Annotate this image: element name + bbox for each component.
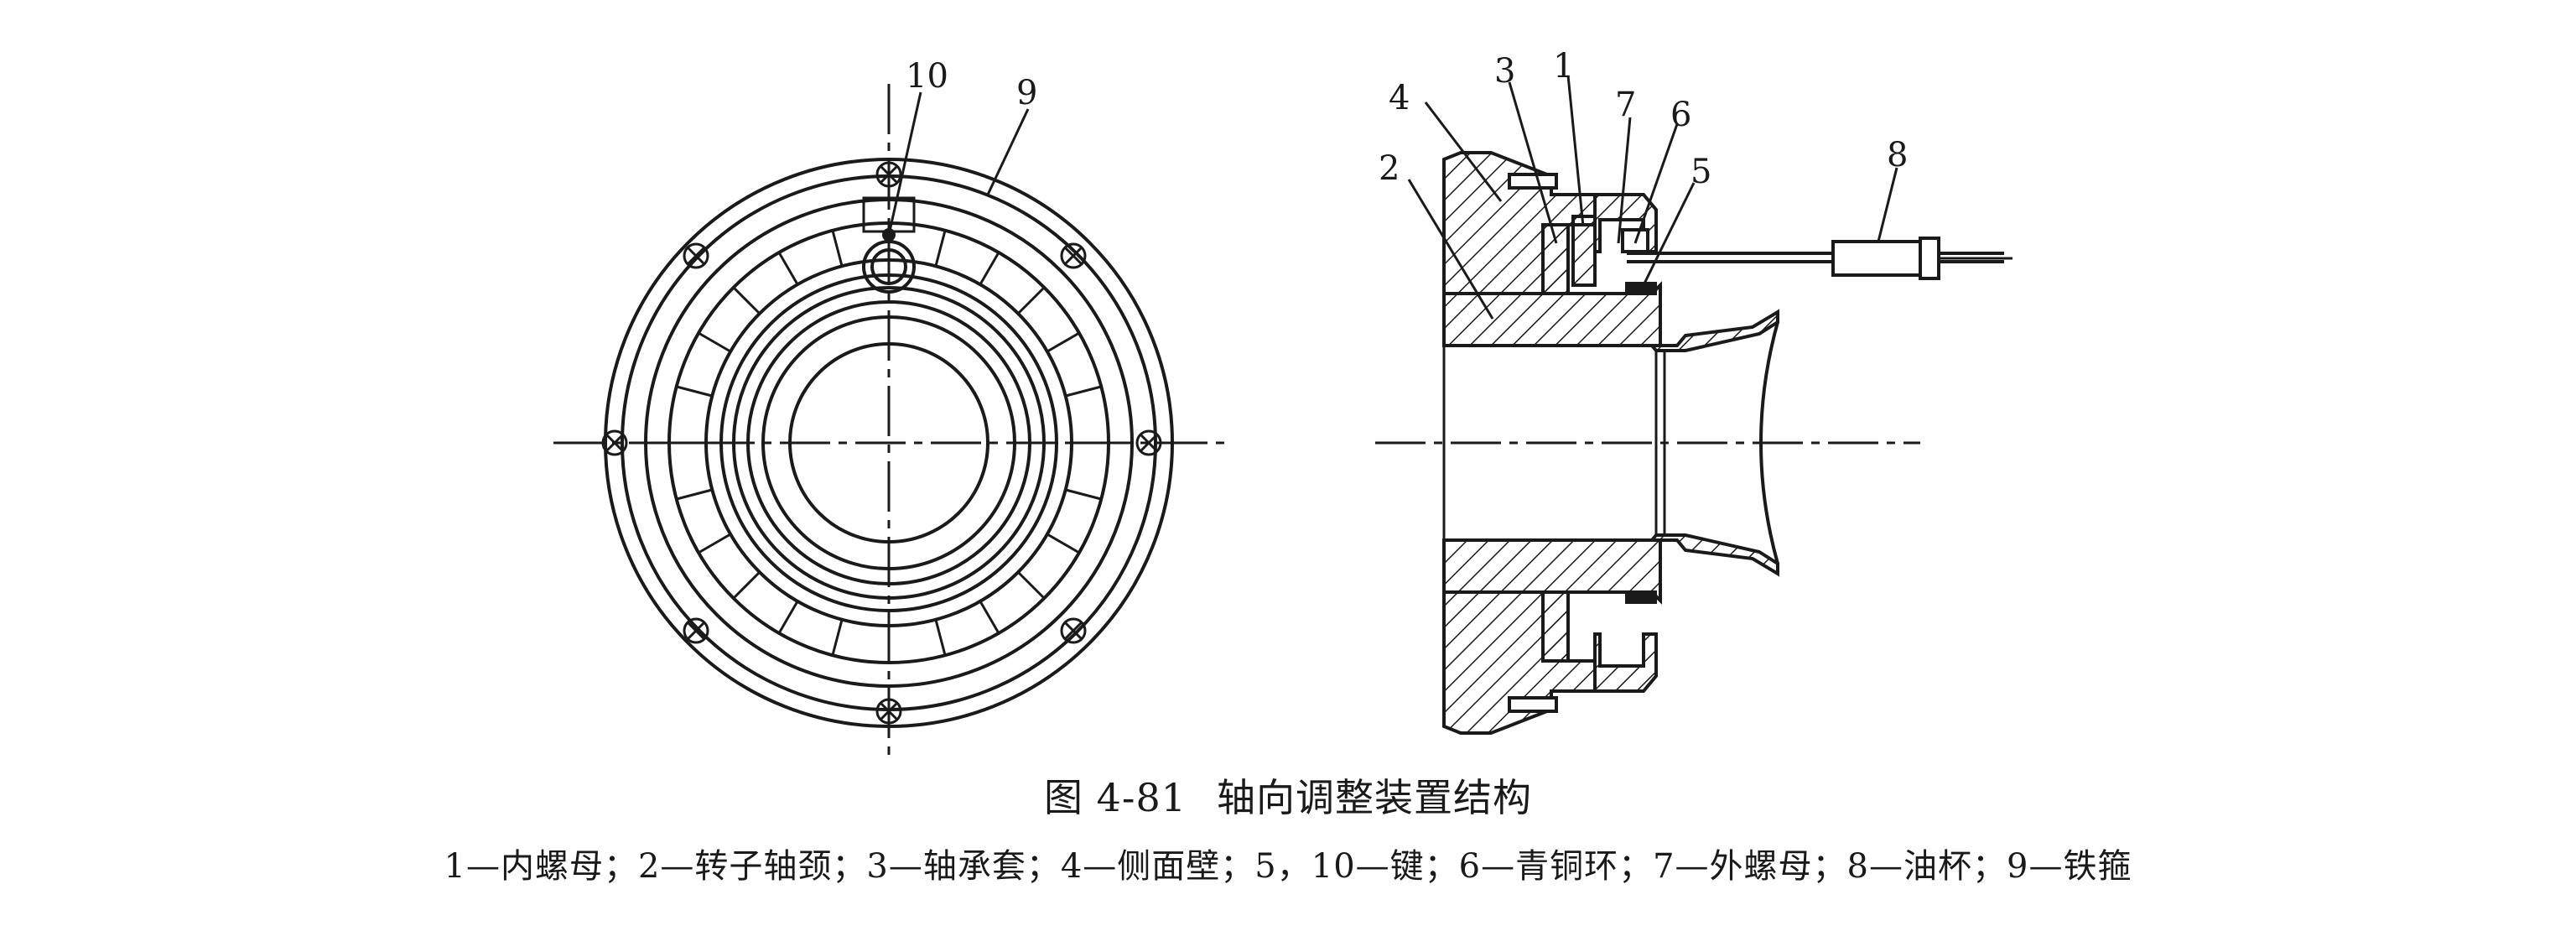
hub-ring-outer xyxy=(732,286,1046,600)
outer-nut-lower xyxy=(1593,632,1658,693)
screw-upper xyxy=(1508,173,1558,190)
oil-cup-cap xyxy=(1919,237,1940,280)
leader-4 xyxy=(1424,101,1503,202)
leader-6 xyxy=(1633,123,1679,244)
section-view xyxy=(1375,75,2012,735)
hub-ring-inner xyxy=(761,315,1016,570)
screw-lower xyxy=(1508,696,1558,713)
hub-ring-middle xyxy=(746,300,1031,585)
shaft-end-bell xyxy=(1648,309,1779,352)
oil-hole-inner xyxy=(870,248,907,285)
leader-2 xyxy=(1407,179,1494,320)
callout-9: 9 xyxy=(1016,74,1037,112)
rotor-journal-upper xyxy=(1442,281,1662,347)
iron-hoop-outer-ring xyxy=(604,158,1174,728)
leader-5 xyxy=(1642,182,1696,286)
figure-caption: 图 4-81 轴向调整装置结构 xyxy=(0,767,2576,823)
hoop-bolts xyxy=(601,161,1162,725)
bell-outline xyxy=(1759,321,1779,564)
bearing-sleeve-upper xyxy=(1541,223,1570,295)
shaft-end-bell-lower xyxy=(1648,533,1779,577)
leader-7 xyxy=(1617,117,1632,244)
bearing-sleeve-lower xyxy=(1541,590,1570,663)
bolt-bottom xyxy=(875,698,902,725)
callout-1: 1 xyxy=(1553,47,1574,86)
callout-7: 7 xyxy=(1615,86,1636,124)
callout-6: 6 xyxy=(1670,96,1691,134)
inner-nut-upper xyxy=(1571,215,1597,287)
bolt-left xyxy=(601,429,628,456)
radial-slots xyxy=(669,223,1109,663)
leader-9 xyxy=(986,108,1030,195)
bolt-top-left xyxy=(683,242,709,269)
callout-5: 5 xyxy=(1690,153,1711,191)
front-view xyxy=(553,84,1224,755)
callout-10: 10 xyxy=(906,57,948,96)
leader-10 xyxy=(887,91,922,236)
leader-3 xyxy=(1508,81,1558,244)
bolt-right xyxy=(1135,429,1162,456)
callout-8: 8 xyxy=(1887,136,1908,174)
bolt-bottom-left xyxy=(683,617,709,644)
key-5-lower xyxy=(1625,590,1657,604)
oil-cup xyxy=(1831,240,1922,277)
section-leaders xyxy=(1407,75,1898,320)
diagram-figure: 10 9 xyxy=(553,47,2012,755)
bolt-bottom-right xyxy=(1060,617,1087,644)
flange-ring xyxy=(644,198,1134,688)
bolt-top xyxy=(875,161,902,188)
shaft-bore xyxy=(788,342,989,544)
figure-number: 图 4-81 xyxy=(1044,775,1187,820)
bolt-top-right xyxy=(1060,242,1087,269)
callout-3: 3 xyxy=(1494,52,1515,91)
callout-4: 4 xyxy=(1389,79,1410,117)
callout-2: 2 xyxy=(1379,149,1400,188)
sleeve-ring xyxy=(719,273,1058,612)
leader-8 xyxy=(1877,167,1898,242)
key-5-upper xyxy=(1625,282,1657,295)
leader-1 xyxy=(1566,75,1585,227)
figure-legend: 1—内螺母；2—转子轴颈；3—轴承套；4—侧面壁；5，10—键；6—青铜环；7—… xyxy=(444,847,2132,886)
figure-title: 轴向调整装置结构 xyxy=(1216,775,1532,820)
